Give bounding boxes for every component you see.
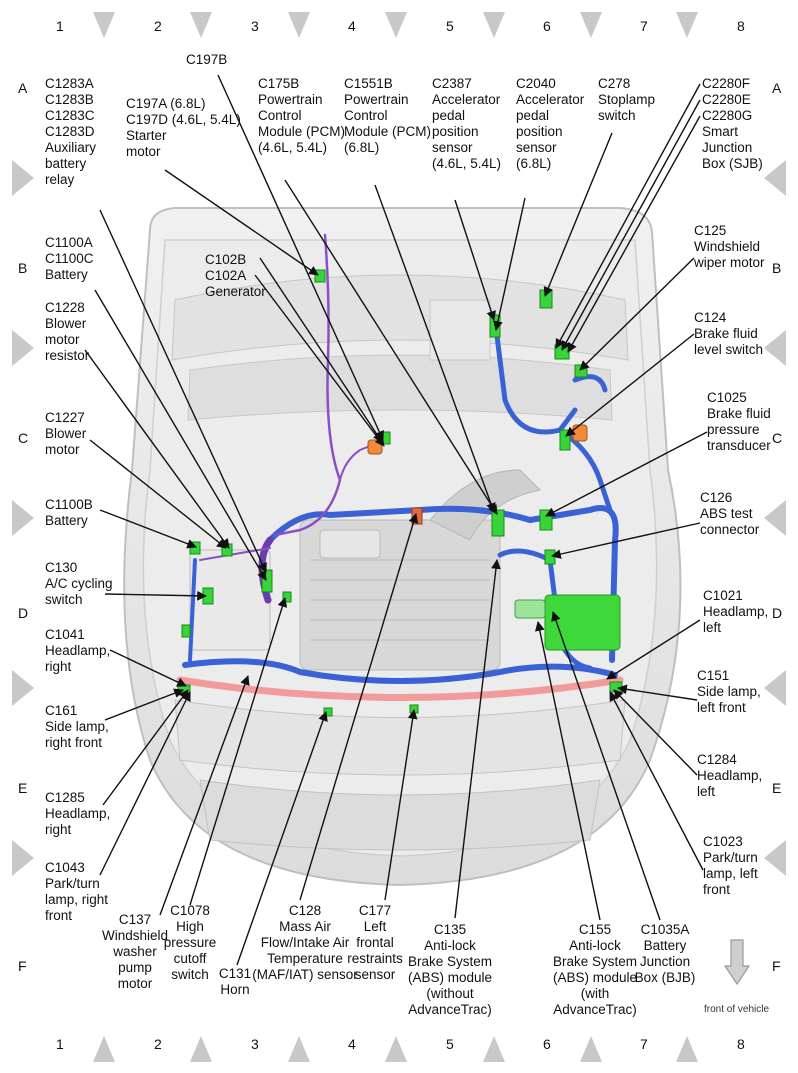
label-c1551b-pcm: C1551B Powertrain Control Module (PCM) (… [344, 76, 432, 155]
grid-row-f-left: F [18, 958, 27, 974]
label-c126-abs-test: C126 ABS test connector [700, 490, 760, 537]
label-c124-brake-fluid: C124 Brake fluid level switch [694, 310, 764, 357]
grid-col-3-top: 3 [251, 18, 259, 34]
label-c1227-blower: C1227 Blower motor [45, 410, 87, 457]
label-c278-stoplamp: C278 Stoplamp switch [598, 76, 656, 123]
label-c151-side-lamp-left: C151 Side lamp, left front [697, 668, 761, 715]
grid-col-5-bottom: 5 [446, 1036, 454, 1052]
label-c1285-headlamp-right: C1285 Headlamp, right [45, 790, 111, 837]
grid-row-a-right: A [772, 80, 782, 96]
label-c130-ac-switch: C130 A/C cycling switch [45, 560, 113, 607]
label-c131-horn: C131 Horn [218, 966, 252, 997]
label-c197b: C197B [186, 52, 228, 67]
grid-col-3-bottom: 3 [251, 1036, 259, 1052]
grid-col-4-top: 4 [348, 18, 356, 34]
grid-col-6-bottom: 6 [543, 1036, 551, 1052]
abs-module [514, 594, 621, 651]
connector-c161 [177, 684, 191, 696]
label-c1041-headlamp-right: C1041 Headlamp, right [45, 627, 111, 674]
label-c1283-aux-relay: C1283A C1283B C1283C C1283D Auxiliary ba… [45, 76, 97, 187]
grid-row-e-left: E [18, 780, 28, 796]
grid-row-d-left: D [18, 605, 29, 621]
grid-col-8-bottom: 8 [737, 1036, 745, 1052]
grid-col-1-top: 1 [56, 18, 64, 34]
grid-row-b-right: B [772, 260, 782, 276]
grid-row-f-right: F [772, 958, 781, 974]
wire-harnesses [176, 233, 624, 701]
label-c1228-blower-resistor: C1228 Blower motor resistor [45, 300, 90, 363]
top-border-markers [93, 12, 698, 38]
grid-col-5-top: 5 [446, 18, 454, 34]
grid-row-c-right: C [772, 430, 783, 446]
label-c175b-pcm: C175B Powertrain Control Module (PCM) (4… [258, 76, 346, 155]
label-c1035a-bjb: C1035A Battery Junction Box (BJB) [634, 922, 696, 985]
label-c102-generator: C102B C102A Generator [205, 252, 266, 299]
grid-col-1-bottom: 1 [56, 1036, 64, 1052]
label-c1025-transducer: C1025 Brake fluid pressure transducer [707, 390, 771, 453]
label-c135-abs: C135 Anti-lock Brake System (ABS) module… [407, 922, 493, 1017]
vehicle-body [123, 207, 682, 887]
label-c197a-starter: C197A (6.8L) C197D (4.6L, 5.4L) Starter … [126, 96, 241, 159]
label-c1100a-battery: C1100A C1100C Battery [45, 235, 94, 282]
connector-c1041 [181, 624, 191, 638]
label-c125-wiper: C125 Windshield wiper motor [694, 223, 765, 270]
grid-col-2-bottom: 2 [154, 1036, 162, 1052]
connector-c151 [609, 681, 623, 693]
label-c1023-park-turn-left: C1023 Park/turn lamp, left front [703, 834, 758, 897]
connector-c175b [491, 509, 505, 537]
front-of-vehicle-label: front of vehicle [704, 1004, 770, 1015]
label-c1100b-battery: C1100B Battery [45, 497, 93, 528]
generator-part [367, 439, 383, 455]
label-c161-side-lamp-right: C161 Side lamp, right front [45, 703, 109, 750]
side-border-markers [12, 160, 786, 876]
grid-row-a-left: A [18, 80, 28, 96]
grid-row-e-right: E [772, 780, 782, 796]
grid-col-6-top: 6 [543, 18, 551, 34]
grid-col-7-bottom: 7 [640, 1036, 648, 1052]
label-c1078-cutoff: C1078 High pressure cutoff switch [163, 903, 217, 982]
label-c177-restraints: C177 Left frontal restraints sensor [347, 903, 403, 982]
grid-row-d-right: D [772, 605, 783, 621]
connector-c125 [574, 364, 588, 378]
label-c155-abs: C155 Anti-lock Brake System (ABS) module… [552, 922, 638, 1017]
connector-c126 [544, 549, 556, 565]
label-c2040-app: C2040 Accelerator pedal position sensor … [516, 76, 585, 171]
label-c2387-app: C2387 Accelerator pedal position sensor … [432, 76, 502, 171]
label-c1043-park-turn-right: C1043 Park/turn lamp, right front [45, 860, 109, 923]
label-c1021-headlamp-left: C1021 Headlamp, left [703, 588, 769, 635]
label-c2280-sjb: C2280F C2280E C2280G Smart Junction Box … [702, 76, 763, 171]
connector-c1025 [539, 509, 553, 531]
connector-c124 [559, 429, 571, 451]
connector-c197 [314, 269, 326, 283]
front-of-vehicle-arrow-icon [724, 939, 750, 986]
connector-c1100b [189, 541, 201, 555]
label-c137-washer: C137 Windshield washer pump motor [101, 912, 169, 991]
leader-lines [84, 74, 708, 966]
label-c128-maf: C128 Mass Air Flow/Intake Air Temperatur… [252, 903, 358, 982]
bottom-border-markers [93, 1036, 698, 1062]
grid-col-2-top: 2 [154, 18, 162, 34]
grid-col-7-top: 7 [640, 18, 648, 34]
grid-col-4-bottom: 4 [348, 1036, 356, 1052]
grid-col-8-top: 8 [737, 18, 745, 34]
label-c1284-headlamp-left: C1284 Headlamp, left [697, 752, 763, 799]
grid-row-b-left: B [18, 260, 28, 276]
connector-c1283 [261, 569, 273, 593]
brake-part [572, 424, 588, 442]
grid-row-c-left: C [18, 430, 29, 446]
